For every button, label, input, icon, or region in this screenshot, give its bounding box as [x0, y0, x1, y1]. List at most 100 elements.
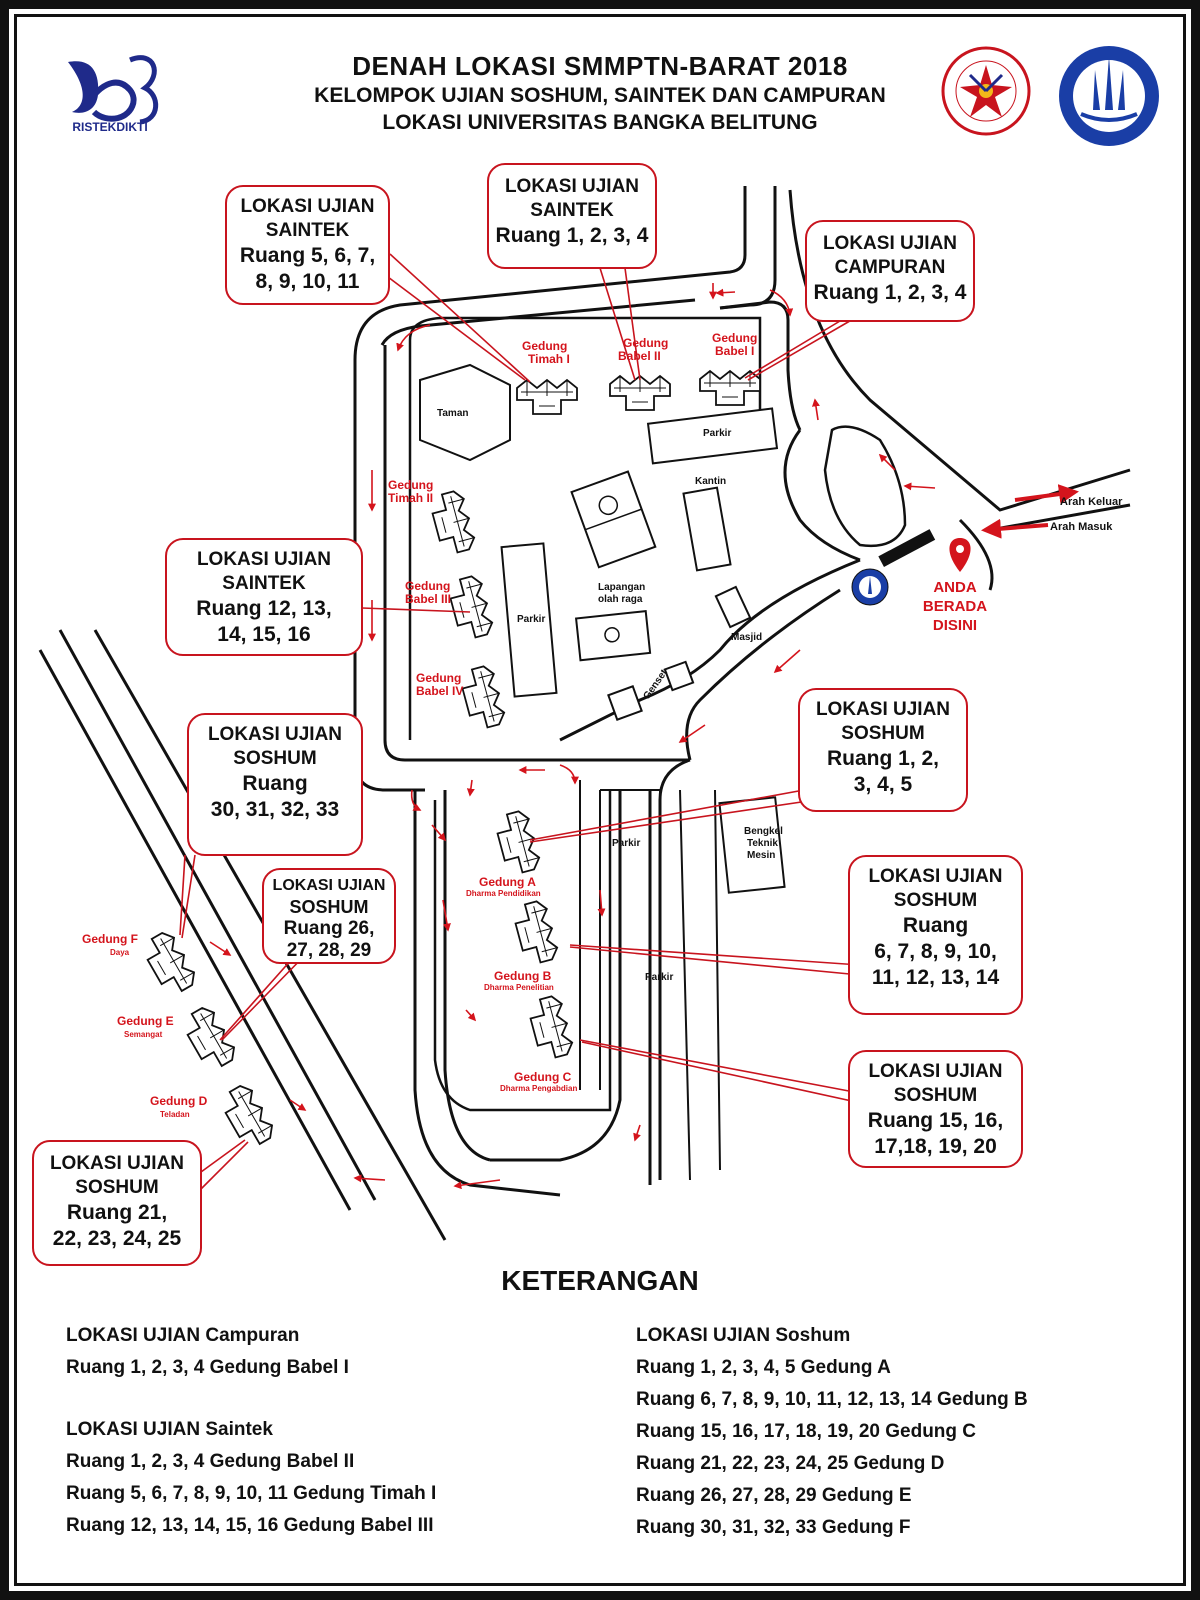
legend-spacer — [66, 1384, 436, 1414]
legend-left: LOKASI UJIAN Campuran Ruang 1, 2, 3, 4 G… — [66, 1320, 436, 1542]
building-timah2-name2: Timah II — [388, 491, 433, 505]
building-babel1 — [699, 370, 761, 406]
bengkel-label-2: Teknik — [747, 838, 778, 849]
title-block: DENAH LOKASI SMMPTN-BARAT 2018 KELOMPOK … — [250, 50, 950, 136]
callout-rooms: Ruang 30, 31, 32, 33 — [210, 772, 340, 821]
callout-saintek-babel3: LOKASI UJIAN SAINTEK Ruang 12, 13, 14, 1… — [165, 538, 363, 656]
field-lower — [574, 610, 652, 662]
parkir-top — [646, 407, 779, 465]
legend-saintek-row: Ruang 12, 13, 14, 15, 16 Gedung Babel II… — [66, 1515, 434, 1536]
exit-label: Arah Keluar — [1060, 496, 1123, 508]
parkir-lower-label-1: Parkir — [612, 838, 640, 849]
building-gedung-b-sub: Dharma Penelitian — [484, 983, 554, 992]
callout-campuran-babel1: LOKASI UJIAN CAMPURAN Ruang 1, 2, 3, 4 — [805, 220, 975, 322]
kantin-shape — [682, 486, 732, 572]
callout-label: LOKASI UJIAN — [868, 866, 1003, 887]
building-gedung-d-name: Gedung D — [150, 1094, 208, 1108]
callout-rooms: Ruang 12, 13, 14, 15, 16 — [196, 597, 332, 646]
taman-shape — [419, 363, 511, 462]
callout-rooms: Ruang 6, 7, 8, 9, 10, 11, 12, 13, 14 — [871, 914, 1000, 989]
building-gedung-e-name: Gedung E — [117, 1014, 174, 1028]
genset-label: Genset — [641, 667, 670, 702]
building-gedung-f-name: Gedung F — [82, 932, 138, 946]
building-timah2 — [427, 488, 478, 557]
parkir-lower — [579, 780, 721, 1181]
legend-campuran-heading: LOKASI UJIAN Campuran — [66, 1325, 300, 1346]
building-gedung-e-sub: Semangat — [124, 1030, 163, 1039]
building-gedung-e — [178, 1003, 240, 1074]
legend-right: LOKASI UJIAN Soshum Ruang 1, 2, 3, 4, 5 … — [636, 1320, 1028, 1544]
building-timah2-name1: Gedung — [388, 478, 433, 492]
callout-label: LOKASI UJIAN — [868, 1061, 1003, 1082]
callout-type: SOSHUM — [75, 1177, 159, 1198]
ristekdikti-logo-text: RISTEKDIKTI — [72, 120, 148, 134]
building-gedung-f-sub: Daya — [110, 948, 130, 957]
building-gedung-a — [492, 808, 543, 877]
entry-label: Arah Masuk — [1050, 521, 1113, 533]
legend-title: KETERANGAN — [501, 1265, 699, 1296]
leader-lines — [179, 253, 871, 1191]
compound-outline — [408, 316, 762, 1112]
callout-label: LOKASI UJIAN — [49, 1153, 185, 1174]
you-are-here-label: ANDA BERADA DISINI — [910, 578, 1000, 635]
location-pin-icon — [949, 538, 971, 572]
lapangan-label-1: Lapangan — [598, 582, 645, 593]
callout-rooms: Ruang 15, 16, 17,18, 19, 20 — [867, 1109, 1004, 1158]
callout-type: CAMPURAN — [834, 257, 946, 278]
callout-type: SAINTEK — [530, 200, 614, 221]
callout-soshum-gedung-d: LOKASI UJIAN SOSHUM Ruang 21, 22, 23, 24… — [32, 1140, 202, 1266]
kantin-label: Kantin — [695, 476, 726, 487]
building-timah1-name1: Gedung — [522, 339, 567, 353]
subtitle-2: LOKASI UNIVERSITAS BANGKA BELITUNG — [382, 111, 818, 134]
subtitle-1: KELOMPOK UJIAN SOSHUM, SAINTEK DAN CAMPU… — [314, 84, 886, 107]
building-babel3 — [445, 573, 496, 642]
legend-saintek-row: Ruang 5, 6, 7, 8, 9, 10, 11 Gedung Timah… — [66, 1483, 437, 1504]
callout-type: SOSHUM — [841, 723, 925, 744]
callout-label: LOKASI UJIAN — [207, 724, 343, 745]
callout-rooms: Ruang 1, 2, 3, 4, 5 — [826, 747, 940, 796]
legend-soshum-row: Ruang 6, 7, 8, 9, 10, 11, 12, 13, 14 Ged… — [636, 1389, 1028, 1410]
legend-soshum-row: Ruang 1, 2, 3, 4, 5 Gedung A — [636, 1357, 891, 1378]
lapangan-label-2: olah raga — [598, 594, 643, 605]
building-babel4-name2: Babel IV — [416, 684, 463, 698]
building-babel2 — [609, 375, 671, 411]
smm-ptn-barat-logo — [941, 46, 1031, 136]
callout-rooms: Ruang 5, 6, 7, 8, 9, 10, 11 — [239, 244, 376, 293]
callout-type: SOSHUM — [233, 748, 317, 769]
callout-type: SAINTEK — [222, 573, 306, 594]
taman-label: Taman — [437, 408, 469, 419]
you-are-here-line3: DISINI — [932, 617, 978, 634]
callout-label: LOKASI UJIAN — [815, 699, 951, 720]
callout-type: SOSHUM — [893, 890, 978, 911]
legend-soshum-row: Ruang 15, 16, 17, 18, 19, 20 Gedung C — [636, 1421, 977, 1442]
genset-shape-1 — [607, 685, 643, 721]
callout-soshum-gedung-f: LOKASI UJIAN SOSHUM Ruang 30, 31, 32, 33 — [187, 713, 363, 856]
callout-rooms: Ruang 21, 22, 23, 24, 25 — [52, 1201, 182, 1250]
building-gedung-b — [510, 898, 561, 967]
callout-saintek-babel2: LOKASI UJIAN SAINTEK Ruang 1, 2, 3, 4 — [487, 163, 657, 269]
parkir-top-label: Parkir — [703, 428, 731, 439]
parkir-lower-label-2: Parkir — [645, 972, 673, 983]
building-gedung-c-sub: Dharma Pengabdian — [500, 1084, 577, 1093]
building-babel3-name2: Babel III — [405, 592, 451, 606]
traffic-island — [823, 425, 907, 548]
callout-type: SAINTEK — [265, 220, 350, 241]
masjid-shape — [714, 585, 752, 629]
building-gedung-c-name: Gedung C — [514, 1070, 572, 1084]
building-gedung-a-sub: Dharma Pendidikan — [466, 889, 541, 898]
field-upper — [570, 470, 657, 569]
building-babel4 — [457, 663, 508, 732]
building-babel1-name2: Babel I — [715, 344, 754, 358]
building-gedung-b-name: Gedung B — [494, 969, 552, 983]
traffic-arrows — [209, 283, 936, 1190]
callout-rooms: Ruang 1, 2, 3, 4 — [495, 224, 649, 247]
building-babel1-name1: Gedung — [712, 331, 757, 345]
legend-campuran-row: Ruang 1, 2, 3, 4 Gedung Babel I — [66, 1357, 349, 1378]
callout-saintek-timah1: LOKASI UJIAN SAINTEK Ruang 5, 6, 7, 8, 9… — [225, 185, 390, 305]
building-gedung-d-sub: Teladan — [160, 1110, 190, 1119]
callout-rooms: Ruang 1, 2, 3, 4 — [813, 281, 967, 304]
legend-soshum-row: Ruang 26, 27, 28, 29 Gedung E — [636, 1485, 912, 1506]
